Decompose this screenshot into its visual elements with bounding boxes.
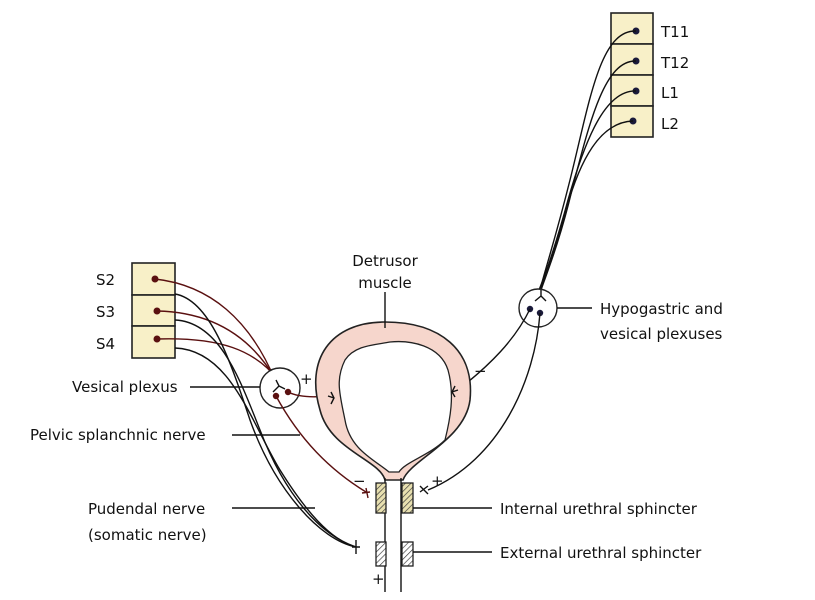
pudendal-label-line1: Pudendal nerve [88,500,205,518]
bladder [315,292,472,481]
internal-sphincter-right [401,482,414,514]
segment-label-t11: T11 [660,23,689,41]
segment-label-s4: S4 [96,335,115,353]
sign-vesical-detrusor: + [300,370,313,388]
vesical-plexus-label: Vesical plexus [72,378,178,396]
hypogastric-plexus [427,288,592,491]
hypogastric-label-line2: vesical plexuses [600,325,723,343]
sign-pudendal-external: + [372,570,385,588]
internal-sphincter-label: Internal urethral sphincter [500,500,698,518]
external-sphincter-right [401,541,414,567]
sign-pelvic-internal: − [353,472,366,490]
external-sphincter-left [375,541,387,567]
pudendal-nerves [174,293,360,554]
external-sphincter-label: External urethral sphincter [500,544,702,562]
segment-label-s2: S2 [96,271,115,289]
pudendal-label-line2: (somatic nerve) [88,526,207,544]
sign-hypogastric-detrusor: − [474,362,487,380]
vesical-plexus [190,367,371,499]
segment-label-s3: S3 [96,303,115,321]
segment-label-l2: L2 [661,115,679,133]
sacral-segments: S2 S3 S4 [96,262,176,359]
segment-box-t12 [610,43,654,76]
segment-label-t12: T12 [660,54,689,72]
internal-sphincter-left [375,482,387,514]
segment-box-s3 [131,294,176,327]
sympathetic-nerves [538,30,637,291]
hypogastric-label-line1: Hypogastric and [600,300,723,318]
segment-box-s4 [131,325,176,359]
bladder-lumen [338,340,453,473]
detrusor-label-line2: muscle [358,274,412,292]
urethra [375,478,492,592]
detrusor-label-line1: Detrusor [352,252,418,270]
segment-label-l1: L1 [661,84,679,102]
pelvic-splanchnic-label: Pelvic splanchnic nerve [30,426,206,444]
thoracolumbar-segments: T11 T12 L1 L2 [610,12,689,138]
sign-hypogastric-internal: + [431,472,444,490]
